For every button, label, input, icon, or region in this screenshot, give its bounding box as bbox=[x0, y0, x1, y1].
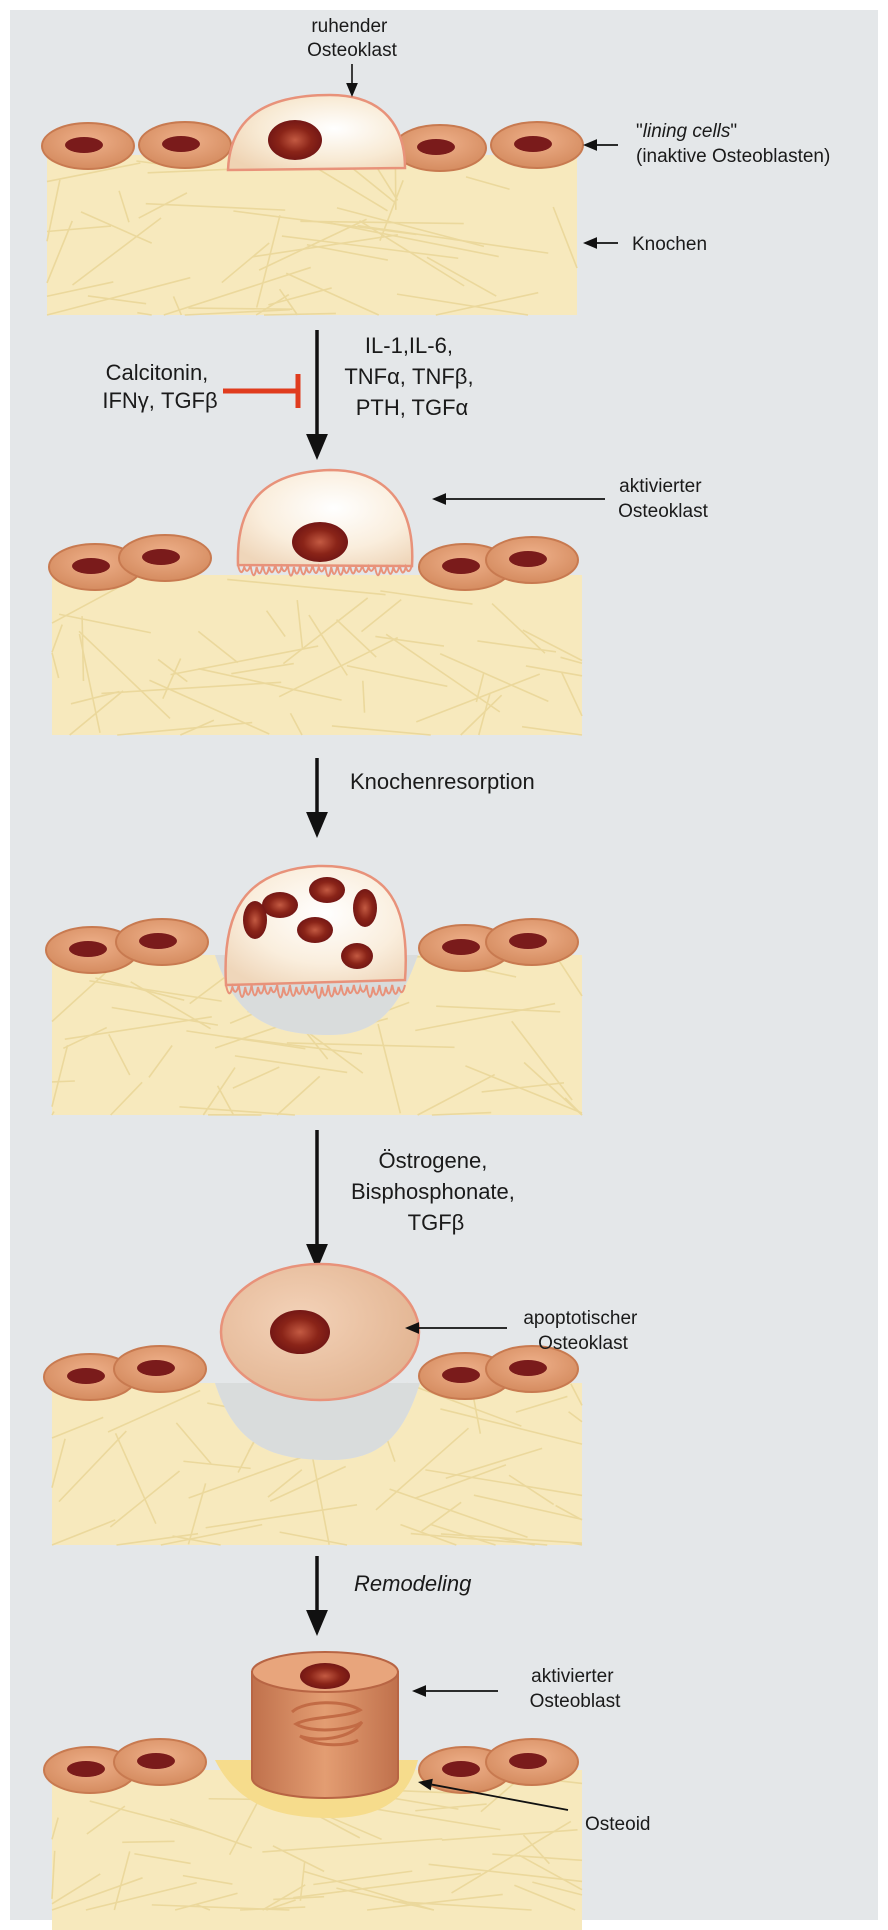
bone-fiber bbox=[122, 1841, 174, 1842]
bone-block bbox=[52, 575, 582, 735]
osteoblast-nucleus bbox=[300, 1663, 350, 1689]
bone-label: Knochen bbox=[632, 234, 707, 255]
lining-cell bbox=[486, 1739, 578, 1785]
active-osteoblast bbox=[252, 1652, 398, 1798]
osteoclast-nucleus bbox=[243, 901, 267, 939]
lining-cell-nucleus bbox=[442, 1367, 480, 1383]
lining-cell bbox=[139, 122, 231, 168]
lining-cell-nucleus bbox=[514, 136, 552, 152]
lining-cell bbox=[491, 122, 583, 168]
remodeling-label: Remodeling bbox=[354, 1571, 472, 1596]
lining-cell-nucleus bbox=[139, 933, 177, 949]
osteoclast-nucleus bbox=[270, 1310, 330, 1354]
resorption-label: Knochenresorption bbox=[350, 769, 535, 794]
lining-cell-nucleus bbox=[509, 1360, 547, 1376]
osteoclast-nucleus bbox=[353, 889, 377, 927]
lining-cell-nucleus bbox=[442, 939, 480, 955]
lining-cell-nucleus bbox=[137, 1360, 175, 1376]
osteoclast-nucleus bbox=[309, 877, 345, 903]
lining-cell-nucleus bbox=[509, 551, 547, 567]
osteoid-label: Osteoid bbox=[585, 1814, 650, 1835]
lining-cell-nucleus bbox=[142, 549, 180, 565]
osteoclast-nucleus bbox=[292, 522, 348, 562]
osteoclast-nucleus bbox=[297, 917, 333, 943]
lining-cell-nucleus bbox=[442, 1761, 480, 1777]
lining-cell-nucleus bbox=[509, 933, 547, 949]
lining-cell-nucleus bbox=[442, 558, 480, 574]
lining-cell bbox=[42, 123, 134, 169]
lining-cell bbox=[119, 535, 211, 581]
bone-block bbox=[47, 155, 577, 315]
lining-cell bbox=[486, 537, 578, 583]
osteoclast-nucleus bbox=[341, 943, 373, 969]
lining-cell-nucleus bbox=[65, 137, 103, 153]
lining-cell-nucleus bbox=[162, 136, 200, 152]
lining-cell-nucleus bbox=[67, 1761, 105, 1777]
lining-cell bbox=[116, 919, 208, 965]
lining-cell bbox=[114, 1346, 206, 1392]
osteoclast-nucleus bbox=[268, 120, 322, 160]
lining-cell-nucleus bbox=[417, 139, 455, 155]
lining-cell-nucleus bbox=[509, 1753, 547, 1769]
osteoclast-nucleus bbox=[262, 892, 298, 918]
lining-cell-nucleus bbox=[137, 1753, 175, 1769]
lining-cell bbox=[486, 919, 578, 965]
lining-cell bbox=[394, 125, 486, 171]
bone-fiber bbox=[52, 1081, 75, 1082]
lining-cell-nucleus bbox=[72, 558, 110, 574]
lining-cell-nucleus bbox=[69, 941, 107, 957]
lining-cell bbox=[114, 1739, 206, 1785]
lining-cell-nucleus bbox=[67, 1368, 105, 1384]
